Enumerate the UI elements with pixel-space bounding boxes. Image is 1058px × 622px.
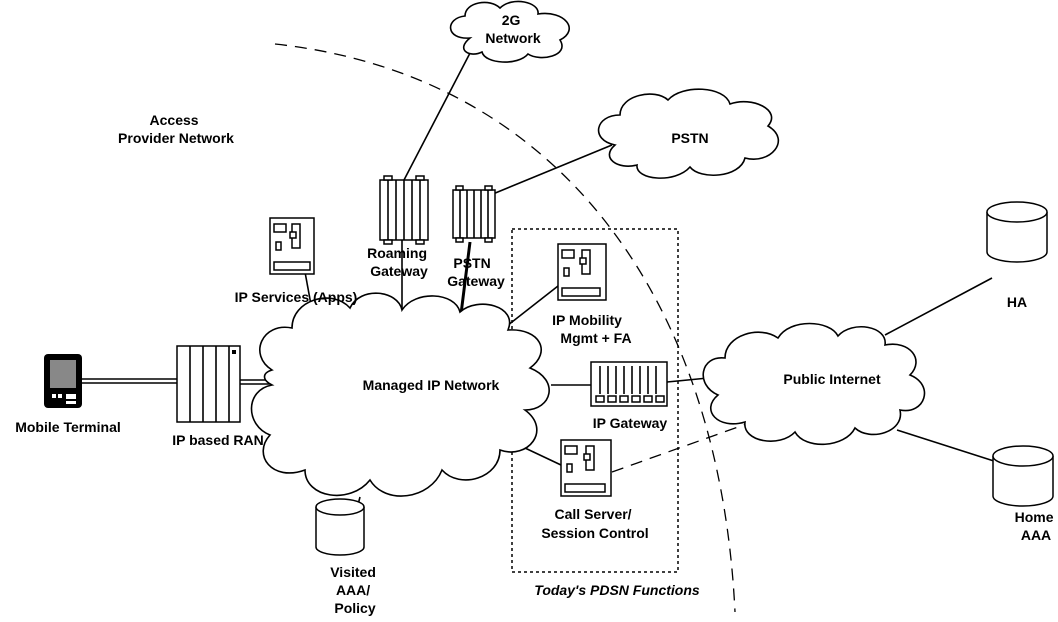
mobile-terminal-icon (44, 354, 82, 408)
visited-aaa-database-icon (315, 498, 365, 556)
label-public-internet: Public Internet (783, 371, 881, 387)
ip-services-server-icon (269, 217, 315, 275)
ip-gateway-icon (590, 361, 668, 407)
cloud-public-internet (702, 322, 926, 446)
label-visited-aaa: Visited AAA/ Policy (330, 564, 380, 616)
call-server-icon (560, 439, 612, 497)
link-pstngw-pstn (487, 144, 613, 197)
label-ha: HA (1007, 294, 1027, 310)
home-aaa-database-icon (992, 445, 1054, 507)
label-pstn-gateway: PSTN Gateway (447, 255, 505, 289)
access-provider-boundary-arc (274, 43, 736, 613)
label-ip-based-ran: IP based RAN (172, 432, 264, 448)
label-2g-network: 2G Network (485, 12, 540, 46)
ip-mobility-server-icon (557, 243, 607, 301)
link-internet-ha (884, 277, 993, 336)
link-ipgateway-internet (666, 377, 709, 383)
label-access-provider-network: Access Provider Network (118, 112, 234, 146)
label-roaming-gateway: Roaming Gateway (367, 245, 431, 279)
ha-database-icon (986, 201, 1048, 263)
cloud-2g-network (449, 0, 570, 63)
cloud-pstn (597, 88, 780, 179)
label-pstn: PSTN (671, 130, 708, 146)
label-ip-mobility: IP Mobility Mgmt + FA (552, 312, 631, 346)
label-ip-services: IP Services (Apps) (235, 289, 358, 305)
label-mobile-terminal: Mobile Terminal (15, 419, 121, 435)
label-home-aaa: Home AAA (1015, 509, 1058, 543)
label-pdsn-functions: Today's PDSN Functions (534, 582, 700, 598)
link-roaming-2g (403, 29, 483, 181)
cloud-managed-ip-network (250, 292, 550, 497)
label-ip-gateway: IP Gateway (593, 415, 668, 431)
pstn-gateway-icon (452, 185, 496, 243)
link-internet-homeaaa (896, 429, 998, 463)
link-pstngw-managed (459, 241, 472, 315)
ip-ran-cabinet-icon (176, 345, 241, 423)
roaming-gateway-icon (379, 175, 429, 245)
label-call-server: Call Server/ Session Control (541, 506, 648, 541)
label-managed-ip-network: Managed IP Network (363, 377, 500, 393)
